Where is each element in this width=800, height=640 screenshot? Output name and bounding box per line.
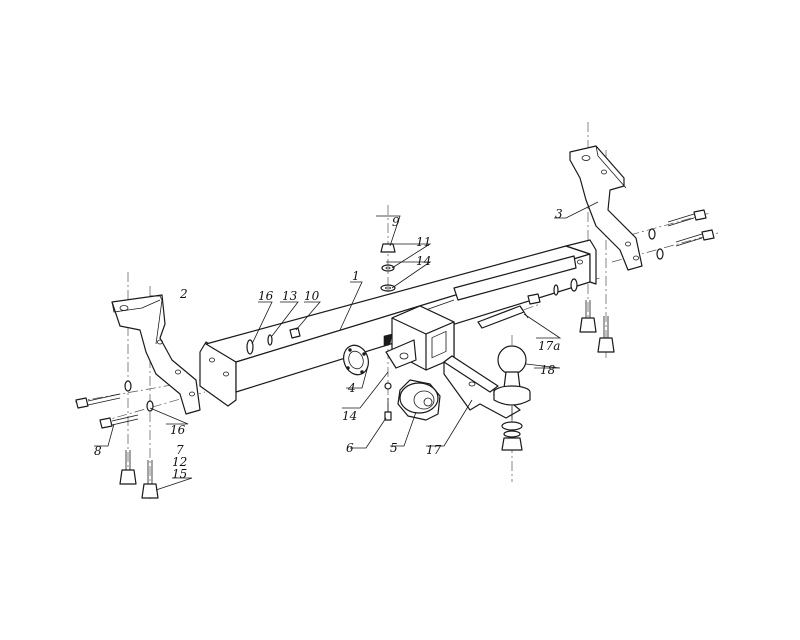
callout-1: 1 — [352, 269, 360, 283]
callout-15: 15 — [172, 467, 187, 481]
callouts: 1 2 3 4 5 6 7 8 9 10 11 12 13 14 14 15 1… — [94, 207, 563, 481]
right-bolts — [579, 209, 715, 353]
right-washer-stack — [527, 278, 578, 305]
left-washer-stack — [246, 327, 301, 355]
callout-17a: 17a — [538, 339, 560, 353]
callout-16-bottom: 16 — [170, 423, 186, 437]
left-bolts — [75, 380, 159, 499]
top-fastener-stack — [380, 243, 396, 292]
callout-11: 11 — [416, 235, 431, 249]
callout-14-bottom: 14 — [342, 409, 357, 423]
callout-16-top: 16 — [258, 289, 274, 303]
leader-lines — [94, 201, 599, 491]
callout-17: 17 — [426, 443, 442, 457]
callout-12: 12 — [172, 455, 187, 469]
socket-mounting-plate — [343, 344, 369, 376]
callout-10: 10 — [304, 289, 320, 303]
callout-6: 6 — [346, 441, 354, 455]
callout-5: 5 — [390, 441, 398, 455]
right-mounting-bracket — [569, 145, 643, 271]
small-bolt — [384, 382, 392, 421]
callout-8: 8 — [94, 444, 102, 458]
callout-2: 2 — [179, 287, 188, 301]
receiver-tube — [383, 305, 455, 371]
callout-3: 3 — [555, 207, 563, 221]
callout-14-top: 14 — [416, 254, 431, 268]
electrical-socket — [397, 379, 441, 421]
callout-9: 9 — [392, 215, 400, 229]
left-mounting-bracket — [111, 294, 201, 415]
callout-18: 18 — [540, 363, 556, 377]
tow-ball — [493, 345, 531, 451]
callout-13: 13 — [282, 289, 298, 303]
locking-pin-17a — [477, 305, 529, 329]
callout-4: 4 — [347, 381, 356, 395]
callout-7: 7 — [176, 443, 184, 457]
